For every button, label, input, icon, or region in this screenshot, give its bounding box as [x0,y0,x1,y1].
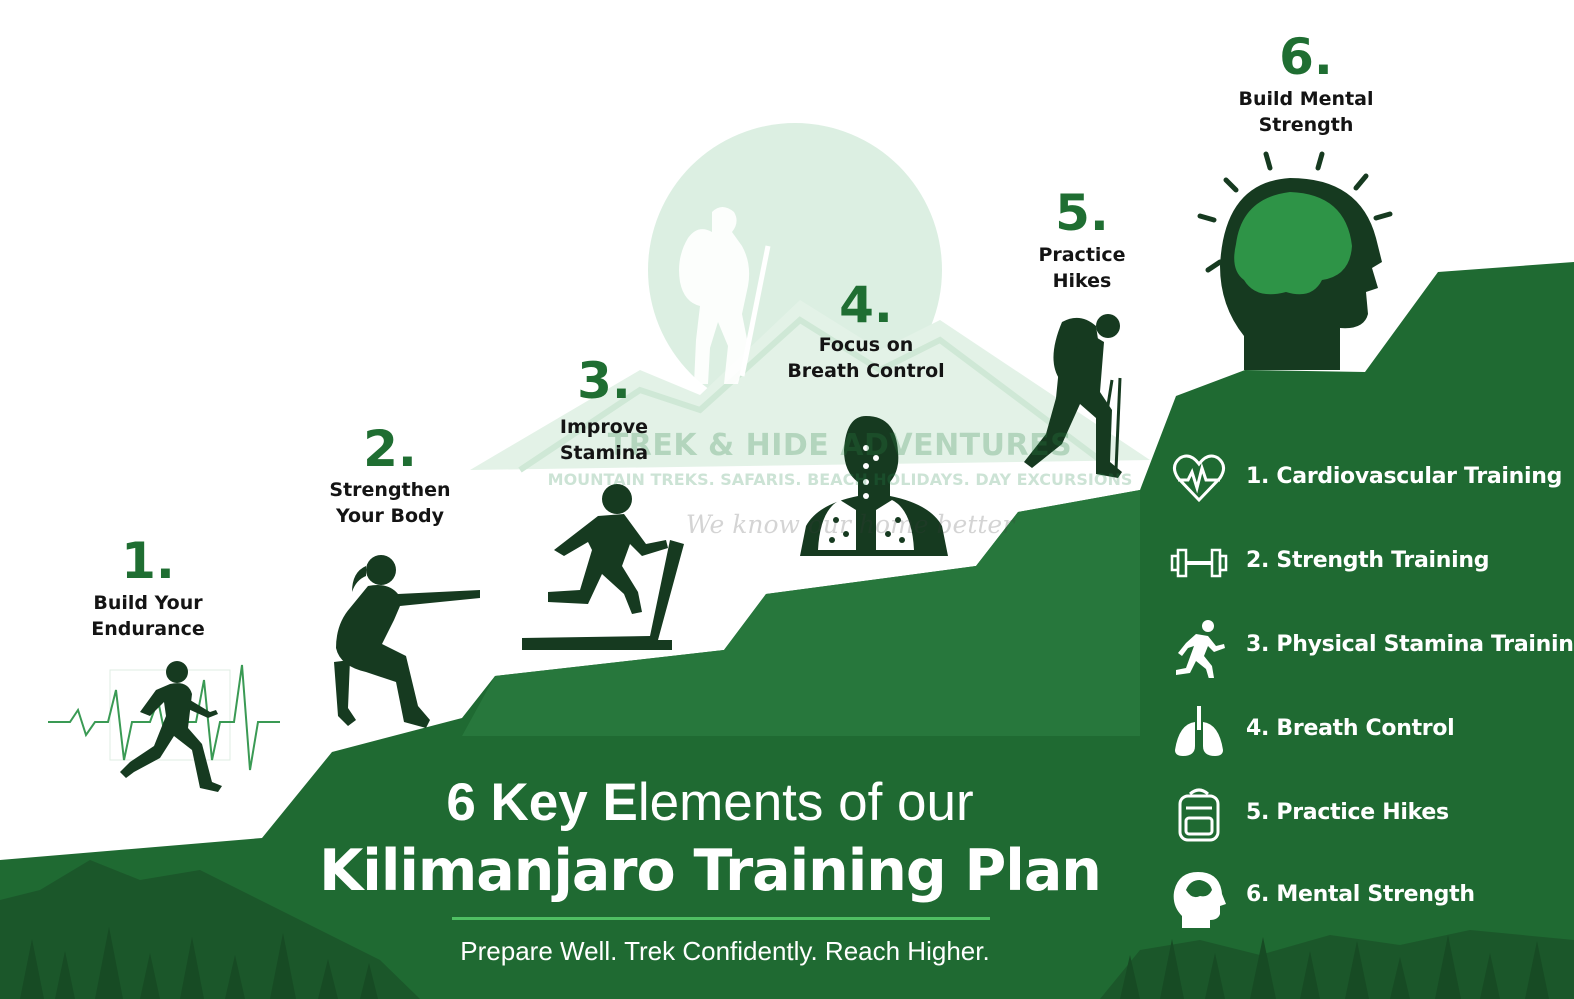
step-3-label: Improve Stamina [484,414,724,466]
step-3-label-line2: Stamina [559,442,649,464]
step-2-label: Strengthen Your Body [270,477,510,529]
legend-item-text: 4. Breath Control [1246,716,1455,741]
squat-person-icon [334,555,480,728]
legend-item-text: 2. Strength Training [1246,548,1490,573]
legend-item-text: 5. Practice Hikes [1246,800,1449,825]
step-1-label-line1: Build Your [93,592,203,614]
legend-item-strength: 2. Strength Training [1168,532,1568,594]
step-5-label: Practice Hikes [962,242,1202,294]
legend-item-text: 1. Cardiovascular Training [1246,464,1563,489]
watermark-logo [470,123,1150,473]
heart-pulse-icon [1173,454,1225,503]
legend-item-hikes: 5. Practice Hikes [1168,784,1568,846]
step-5-label-line1: Practice [1038,244,1126,266]
running-person-icon [1176,620,1225,678]
step-3-number: 3. [577,352,631,410]
lungs-torso-icon [800,416,948,556]
treadmill-runner-icon [522,484,684,650]
step-1-label: Build Your Endurance [28,590,268,642]
title-line-1-bold: 6 Key E [446,773,638,832]
step-2-label-line1: Strengthen [329,479,451,501]
step-6-label-line2: Strength [1258,114,1354,136]
subtitle: Prepare Well. Trek Confidently. Reach Hi… [460,936,990,966]
lungs-icon [1175,706,1223,756]
watermark-slogan: We know our home better [685,510,1015,539]
step-1-number: 1. [121,532,175,590]
step-6-label-line1: Build Mental [1238,88,1374,110]
watermark-tagline: MOUNTAIN TREKS. SAFARIS. BEACH HOLIDAYS.… [547,470,1133,489]
title-line-1: 6 Key Elements of our [300,772,1120,833]
step-3-label-line1: Improve [559,416,649,438]
legend-item-mental: 6. Mental Strength [1168,866,1568,928]
legend-item-breath: 4. Breath Control [1168,700,1568,762]
step-4-label-line2: Breath Control [787,360,945,382]
step-5-number: 5. [1055,184,1109,242]
step-4-number: 4. [839,276,893,334]
brain-head-icon [1197,151,1393,370]
step-4-label: Focus on Breath Control [746,332,986,384]
hiker-icon [1024,314,1122,478]
legend-item-text: 6. Mental Strength [1246,882,1475,907]
step-2-label-line2: Your Body [335,505,445,527]
step-2-number: 2. [363,420,417,478]
step-5-label-line2: Hikes [1052,270,1112,292]
tree-row [20,927,1549,999]
dumbbell-icon [1170,548,1228,578]
legend-item-text: 3. Physical Stamina Training [1246,632,1574,657]
legend-item-stamina: 3. Physical Stamina Training [1168,616,1574,678]
step-6-number: 6. [1279,28,1333,86]
step-4-label-line1: Focus on [818,334,914,356]
title-line-2: Kilimanjaro Training Plan [319,838,1102,904]
backpack-icon [1178,788,1220,842]
step-6-label: Build Mental Strength [1186,86,1426,138]
runner-heartbeat-icon [48,661,280,792]
head-brain-icon [1173,872,1226,928]
title-divider [452,917,990,920]
watermark-company-name: TREK & HIDE ADVENTURES [607,428,1073,463]
title-line-1-rest: lements of our [637,773,974,832]
step-1-label-line2: Endurance [91,618,205,640]
legend-item-cardio: 1. Cardiovascular Training [1168,448,1568,510]
